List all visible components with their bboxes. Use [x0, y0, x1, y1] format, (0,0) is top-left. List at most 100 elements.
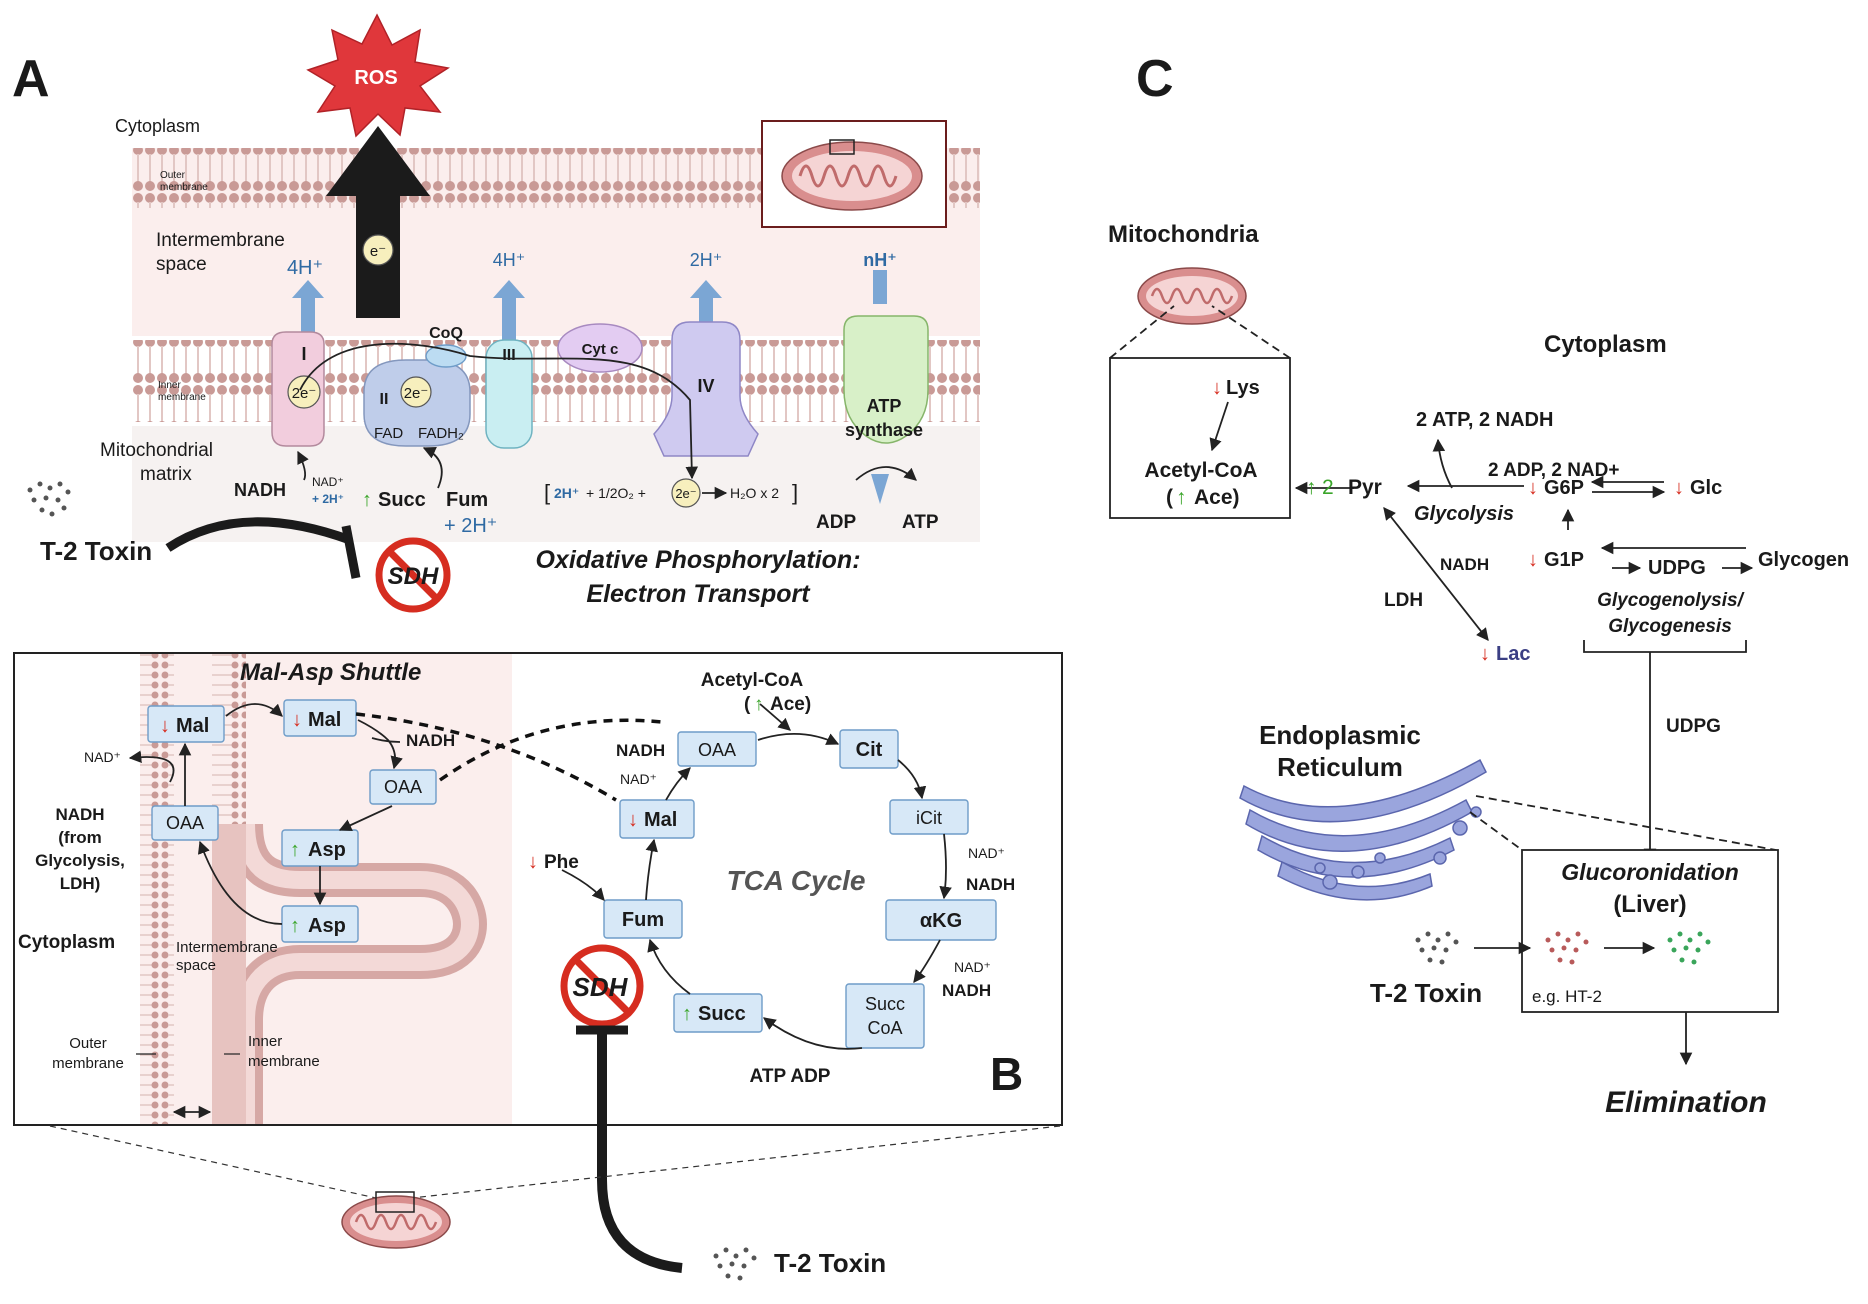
equation-bracket-right: ] [792, 480, 798, 505]
intermembrane-b-label-2: space [176, 957, 216, 974]
equation-bracket-left: [ [544, 480, 550, 505]
succcoa-label-1: Succ [865, 994, 905, 1014]
complex-i-label: I [301, 344, 306, 364]
tca-cycle-label: TCA Cycle [726, 865, 865, 896]
cytoplasm-label: Cytoplasm [115, 116, 200, 136]
complex-iii [485, 339, 533, 449]
down-arrow: ↓ [160, 715, 170, 737]
paren-open: ( [1166, 486, 1173, 509]
cit-to-icit-arrow [897, 759, 927, 800]
up-arrow: ↑ [1306, 476, 1317, 499]
dashed-link-mal [355, 712, 617, 802]
down-arrow: ↓ [628, 809, 638, 831]
equation-electrons: 2e⁻ [675, 486, 696, 501]
toxin-dots-icon [1667, 931, 1711, 965]
nadh-akg-label: NADH [942, 981, 991, 1000]
nad-left-label: NAD⁺ [84, 749, 121, 765]
succcoa-label-2: CoA [867, 1018, 902, 1038]
akg-label: αKG [920, 910, 962, 932]
panel-a: A Cytoplasm Outer membrane Intermembrane… [12, 13, 980, 613]
acetyl-to-cit-arrow [759, 703, 791, 731]
inner-membrane-label-2: membrane [158, 392, 206, 403]
oaa-tca-label: OAA [698, 740, 736, 760]
mal-right-label: Mal [308, 709, 341, 731]
up-arrow: ↑ [290, 839, 300, 861]
atp-nadh-label: 2 ATP, 2 NADH [1416, 409, 1553, 431]
atp-synthase [843, 315, 929, 444]
panel-label-b: B [990, 1048, 1023, 1100]
succcoa-box [845, 983, 925, 1049]
succ-label: Succ [378, 489, 426, 511]
cytoplasm-c-label: Cytoplasm [1544, 331, 1667, 358]
succ-up-arrow: ↑ [362, 489, 372, 511]
oaa-to-asp-arrow [338, 805, 393, 831]
proton-arrows [292, 270, 889, 504]
atp-adp-b-label: ATP ADP [750, 1066, 831, 1087]
proton-4h-label-1: 4H⁺ [287, 257, 323, 279]
complex-iv [653, 321, 759, 457]
mal-left-label: Mal [176, 715, 209, 737]
electron-flow-arrow [299, 342, 699, 480]
toxin-label-c: T-2 Toxin [1370, 978, 1482, 1008]
acetyl-coa-c-label: Acetyl-CoA [1144, 459, 1257, 482]
cit-label: Cit [856, 739, 883, 761]
complex-i-electrons: 2e⁻ [292, 385, 317, 402]
equation-mid: + 1/2O₂ + [586, 485, 646, 501]
outer-membrane-label-2: membrane [160, 182, 208, 193]
atp-arrow [855, 466, 917, 481]
g1p-label: G1P [1544, 549, 1584, 571]
down-arrow: ↓ [292, 709, 302, 731]
nadh-label: NADH [234, 480, 286, 500]
fum-b-label: Fum [622, 909, 664, 931]
paren-open: ( [744, 694, 751, 715]
complex-iii-label: III [502, 347, 515, 364]
udpg-label: UDPG [1648, 557, 1706, 579]
toxin-label-a: T-2 Toxin [40, 536, 152, 566]
mal-box-left [147, 705, 225, 743]
proton-2h-label: 2H⁺ [690, 250, 723, 270]
down-arrow: ↓ [1528, 549, 1538, 571]
glycogen-bracket [1583, 640, 1747, 653]
up-arrow: ↑ [682, 1003, 692, 1025]
nad-arrow-left [128, 750, 175, 783]
ros-label: ROS [354, 67, 397, 89]
outer-membrane-b-label: Outer [69, 1035, 107, 1052]
nadh-arrow [297, 450, 309, 481]
inner-membrane-b-label: Inner [248, 1033, 282, 1050]
panel-c: C Mitochondria ↓ Lys Acetyl-CoA ( ↑ Ace)… [1108, 50, 1849, 1119]
fum-label: Fum [446, 489, 488, 511]
up-arrow: ↑ [1176, 486, 1187, 509]
glycolysis-label: Glycolysis [1414, 503, 1514, 525]
coq-icon [425, 344, 467, 368]
oaa-box-right [369, 769, 437, 805]
adp-label: ADP [816, 512, 856, 533]
elimination-label: Elimination [1605, 1086, 1767, 1119]
caption-line-1: Oxidative Phosphorylation: [535, 546, 860, 574]
glycogenolysis-label-2: Glycogenesis [1608, 616, 1732, 637]
complex-ii-label: II [380, 391, 389, 408]
mal-to-oaa-tca-arrow [665, 767, 691, 801]
outer-membrane-b-label-2: membrane [52, 1055, 124, 1072]
electron-icon [362, 234, 394, 266]
toxin-dots-icon [1415, 931, 1459, 965]
complex-iv-label: IV [697, 376, 714, 396]
intermembrane-label: Intermembrane [156, 230, 285, 251]
toxin-dots-icon [713, 1247, 757, 1281]
phe-to-fum-arrow [561, 869, 605, 901]
proton-4h-label-2: 4H⁺ [493, 250, 526, 270]
inner-membrane-b-label-2: membrane [248, 1053, 320, 1070]
toxin-inhibition-line-b [597, 1030, 683, 1273]
mitochondria-box [1109, 357, 1291, 519]
equation-2h: 2H⁺ [554, 485, 579, 501]
mitochondria-label: Mitochondria [1108, 221, 1259, 248]
succ-b-label: Succ [698, 1003, 746, 1025]
electron-leak-arrow [326, 126, 430, 318]
liver-label: (Liver) [1613, 891, 1686, 918]
nadh-c-label: NADH [1440, 555, 1489, 574]
panel-label-c: C [1136, 50, 1174, 108]
liver-box [1521, 849, 1779, 1013]
er-icon [1239, 758, 1487, 901]
lac-label: Lac [1496, 643, 1530, 665]
fum-2h-label: + 2H⁺ [444, 515, 497, 537]
fum-to-mal-arrow [645, 838, 658, 901]
